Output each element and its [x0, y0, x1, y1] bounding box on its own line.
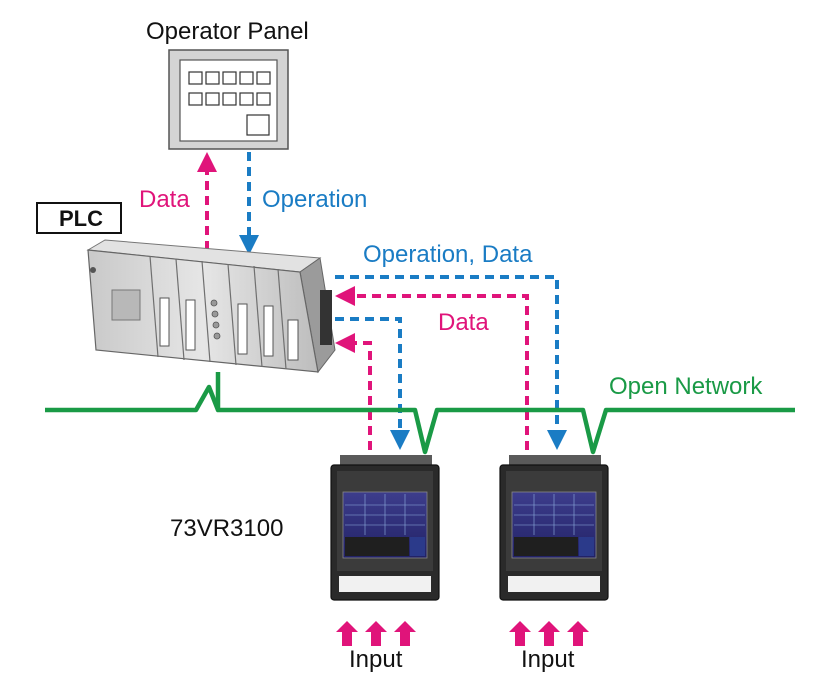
- plc-label: PLC: [59, 206, 103, 231]
- operation-path-left: [335, 317, 410, 450]
- data-label-upper: Data: [139, 186, 190, 213]
- operation-data-label: Operation, Data: [363, 241, 533, 268]
- recorder-device-left: [330, 455, 440, 601]
- data-path-right: [335, 286, 529, 450]
- open-network-label: Open Network: [609, 373, 763, 400]
- operator-panel-device: [168, 49, 289, 150]
- input-arrows-right: [509, 621, 589, 646]
- data-label-lower: Data: [438, 309, 489, 336]
- recorder-device-right: [499, 455, 609, 601]
- input-label-right: Input: [521, 646, 575, 673]
- plc-device: [86, 239, 336, 374]
- input-label-left: Input: [349, 646, 403, 673]
- operation-label-upper: Operation: [262, 186, 367, 213]
- operation-data-path-right: [335, 275, 567, 450]
- plc-label-box: [36, 202, 122, 234]
- data-path-left: [335, 333, 372, 450]
- operator-panel-label: Operator Panel: [146, 18, 309, 45]
- recorder-model-label: 73VR3100: [170, 515, 283, 542]
- open-network-line: [45, 384, 795, 455]
- input-arrows-left: [336, 621, 416, 646]
